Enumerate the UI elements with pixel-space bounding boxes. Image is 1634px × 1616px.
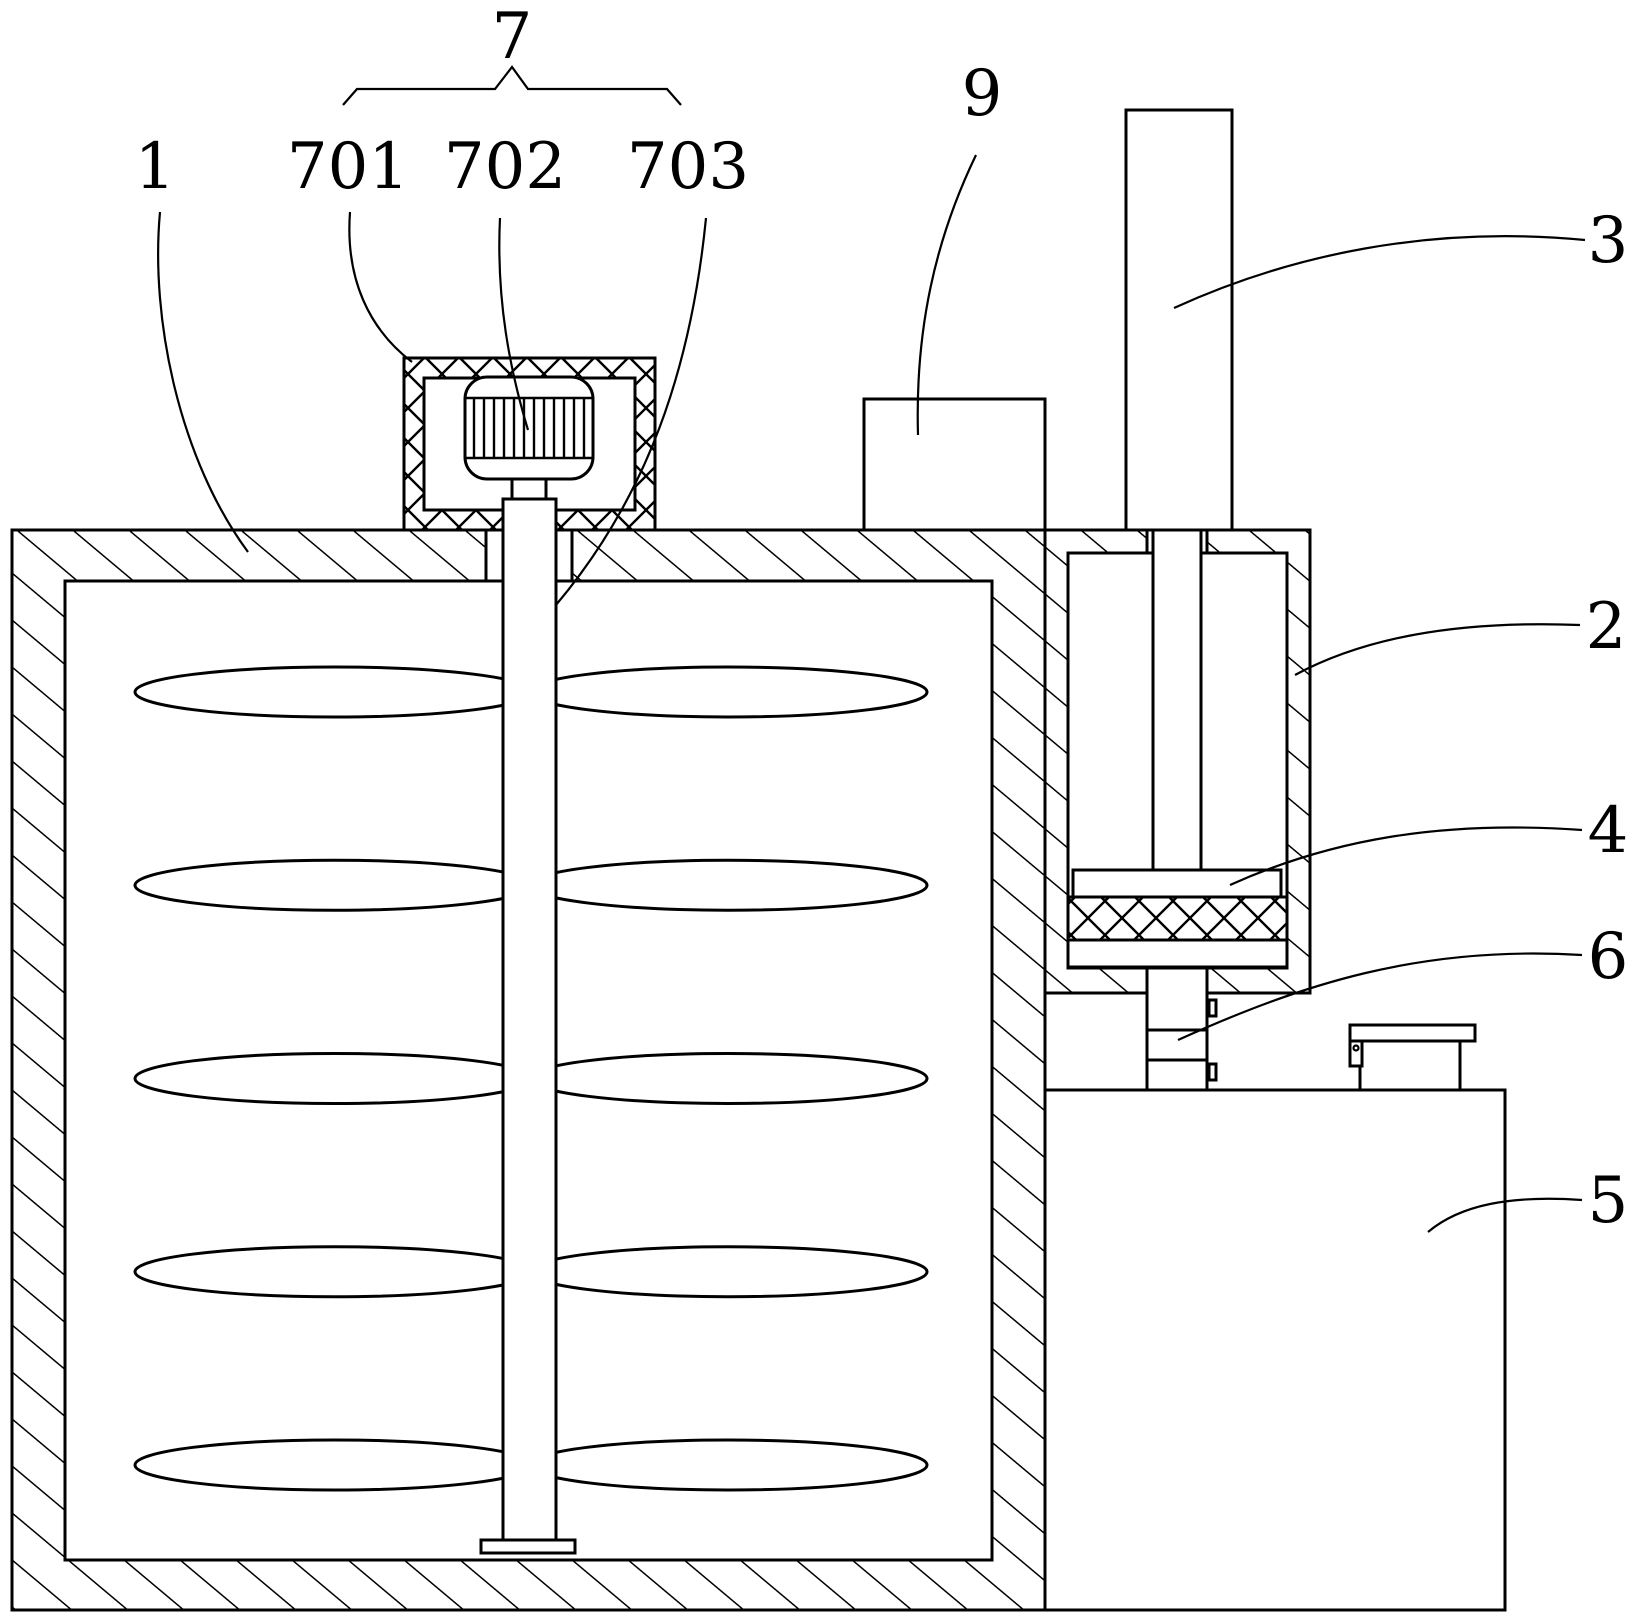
label-7: 7: [492, 0, 533, 74]
stirring-shaft: [479, 497, 577, 1555]
label-9: 9: [962, 57, 1003, 131]
motor-coupling: [510, 477, 548, 501]
leader-701: [348, 211, 413, 363]
label-2: 2: [1586, 590, 1627, 664]
push-rod-column: [1124, 108, 1234, 532]
label-702: 702: [444, 130, 566, 204]
motor-fins: [465, 396, 593, 460]
label-701: 701: [287, 130, 409, 204]
press-plate-assembly: [1066, 868, 1289, 969]
filter-layer: [1066, 895, 1289, 942]
leader-4: [1229, 826, 1583, 887]
valve-knob-lower: [1207, 1062, 1218, 1082]
label-703: 703: [627, 130, 749, 204]
label-5: 5: [1588, 1164, 1629, 1238]
shaft: [501, 497, 558, 1542]
leader-702: [498, 217, 530, 431]
shaft-foot-bearing: [479, 1538, 577, 1555]
label-4: 4: [1588, 794, 1629, 868]
leader-3: [1173, 235, 1586, 310]
leader-6: [1177, 952, 1583, 1042]
leader-lines: [157, 65, 1586, 1233]
group-brace-7: [342, 65, 682, 106]
leader-2: [1294, 623, 1581, 676]
motor-housing-crosshatch: [404, 358, 655, 530]
leader-5: [1427, 1197, 1583, 1233]
box-inlet-body: [1358, 1036, 1462, 1092]
press-plate: [1071, 868, 1283, 899]
label-3: 3: [1588, 204, 1629, 278]
leader-9: [916, 154, 977, 436]
label-6: 6: [1588, 920, 1629, 994]
label-1: 1: [135, 130, 176, 204]
collection-box-body: [1043, 1088, 1507, 1612]
leader-1: [157, 211, 249, 553]
collection-box: [1043, 1023, 1507, 1612]
reference-numerals: 7 701 702 703 1 9 3 2 4 6 5: [135, 0, 1629, 1238]
push-rod: [1151, 528, 1203, 872]
valve-knob-upper: [1207, 998, 1218, 1018]
filter-base-plate: [1066, 938, 1289, 969]
leader-703: [527, 217, 708, 637]
box-inlet-lid: [1348, 1023, 1477, 1043]
feed-box: [862, 397, 1047, 532]
hinge-pin: [1352, 1044, 1360, 1052]
